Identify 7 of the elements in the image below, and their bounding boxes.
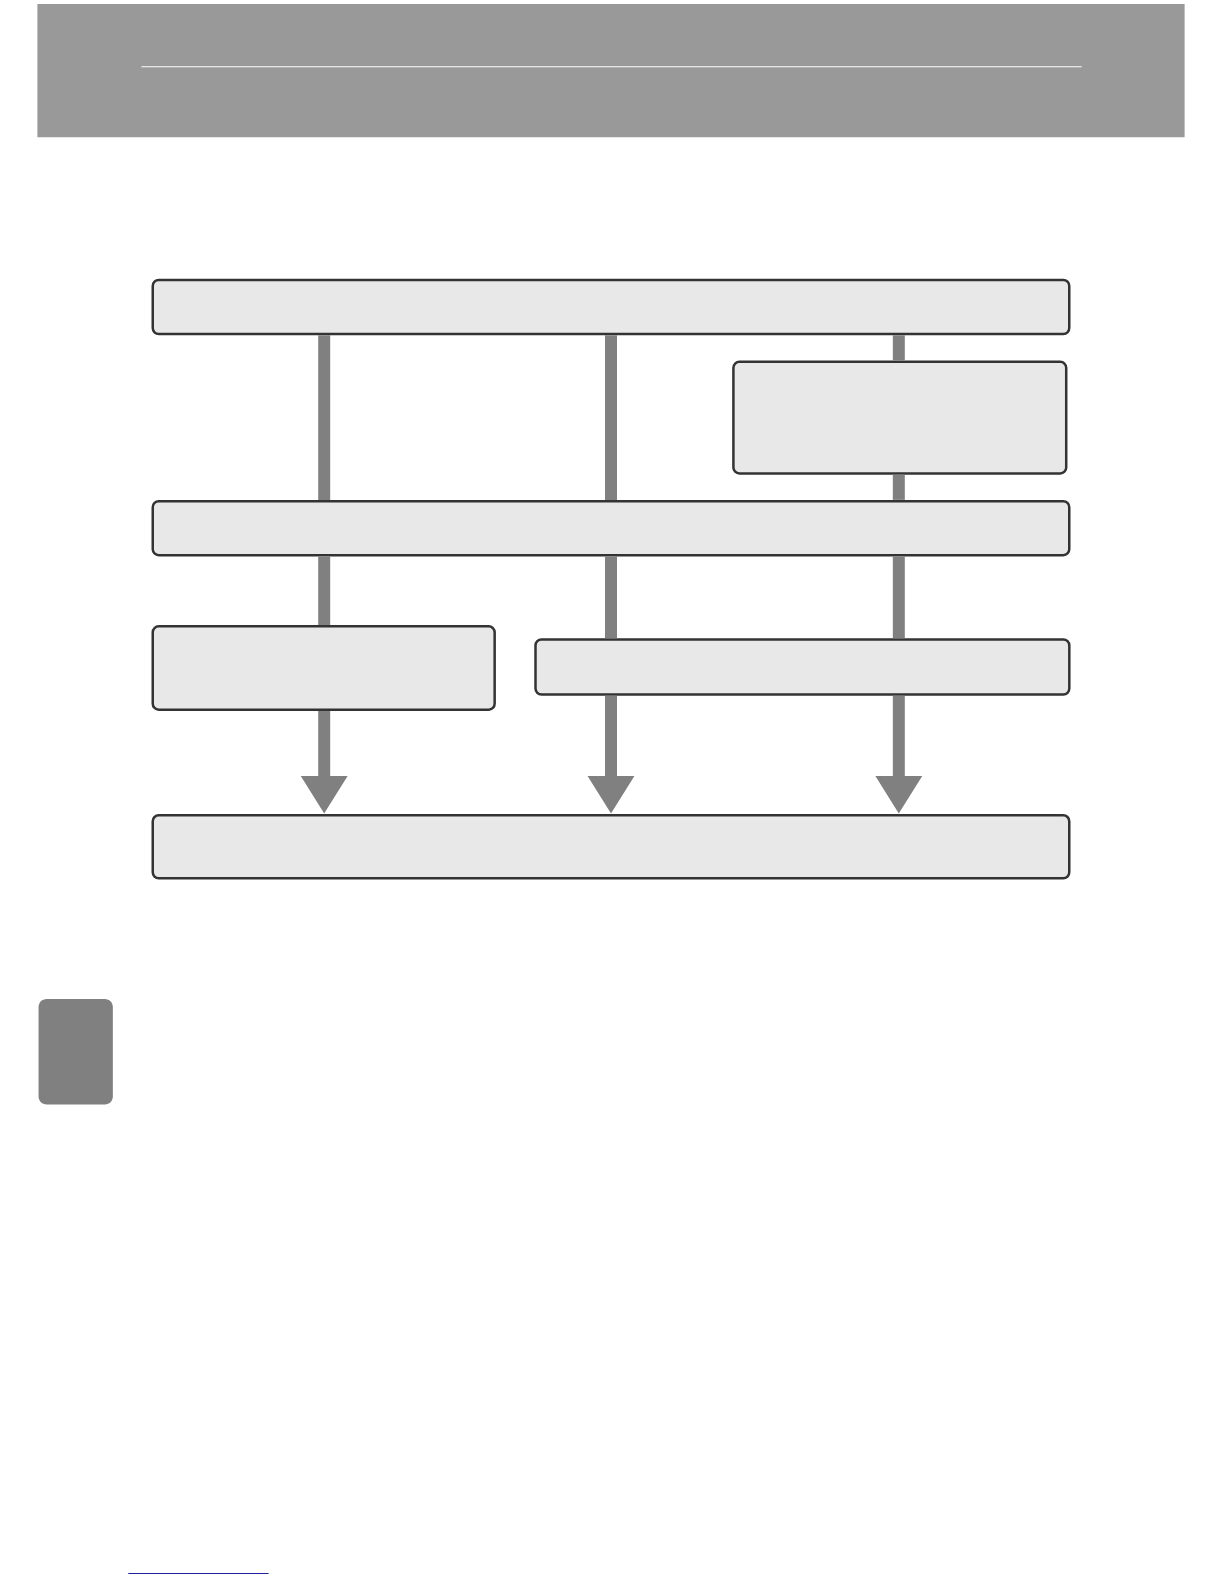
process-box	[534, 638, 1071, 696]
side-tab	[38, 999, 113, 1105]
process-box	[151, 814, 1071, 880]
process-box	[151, 499, 1071, 557]
process-box	[732, 360, 1068, 475]
process-box	[151, 625, 496, 711]
process-box	[151, 278, 1071, 336]
